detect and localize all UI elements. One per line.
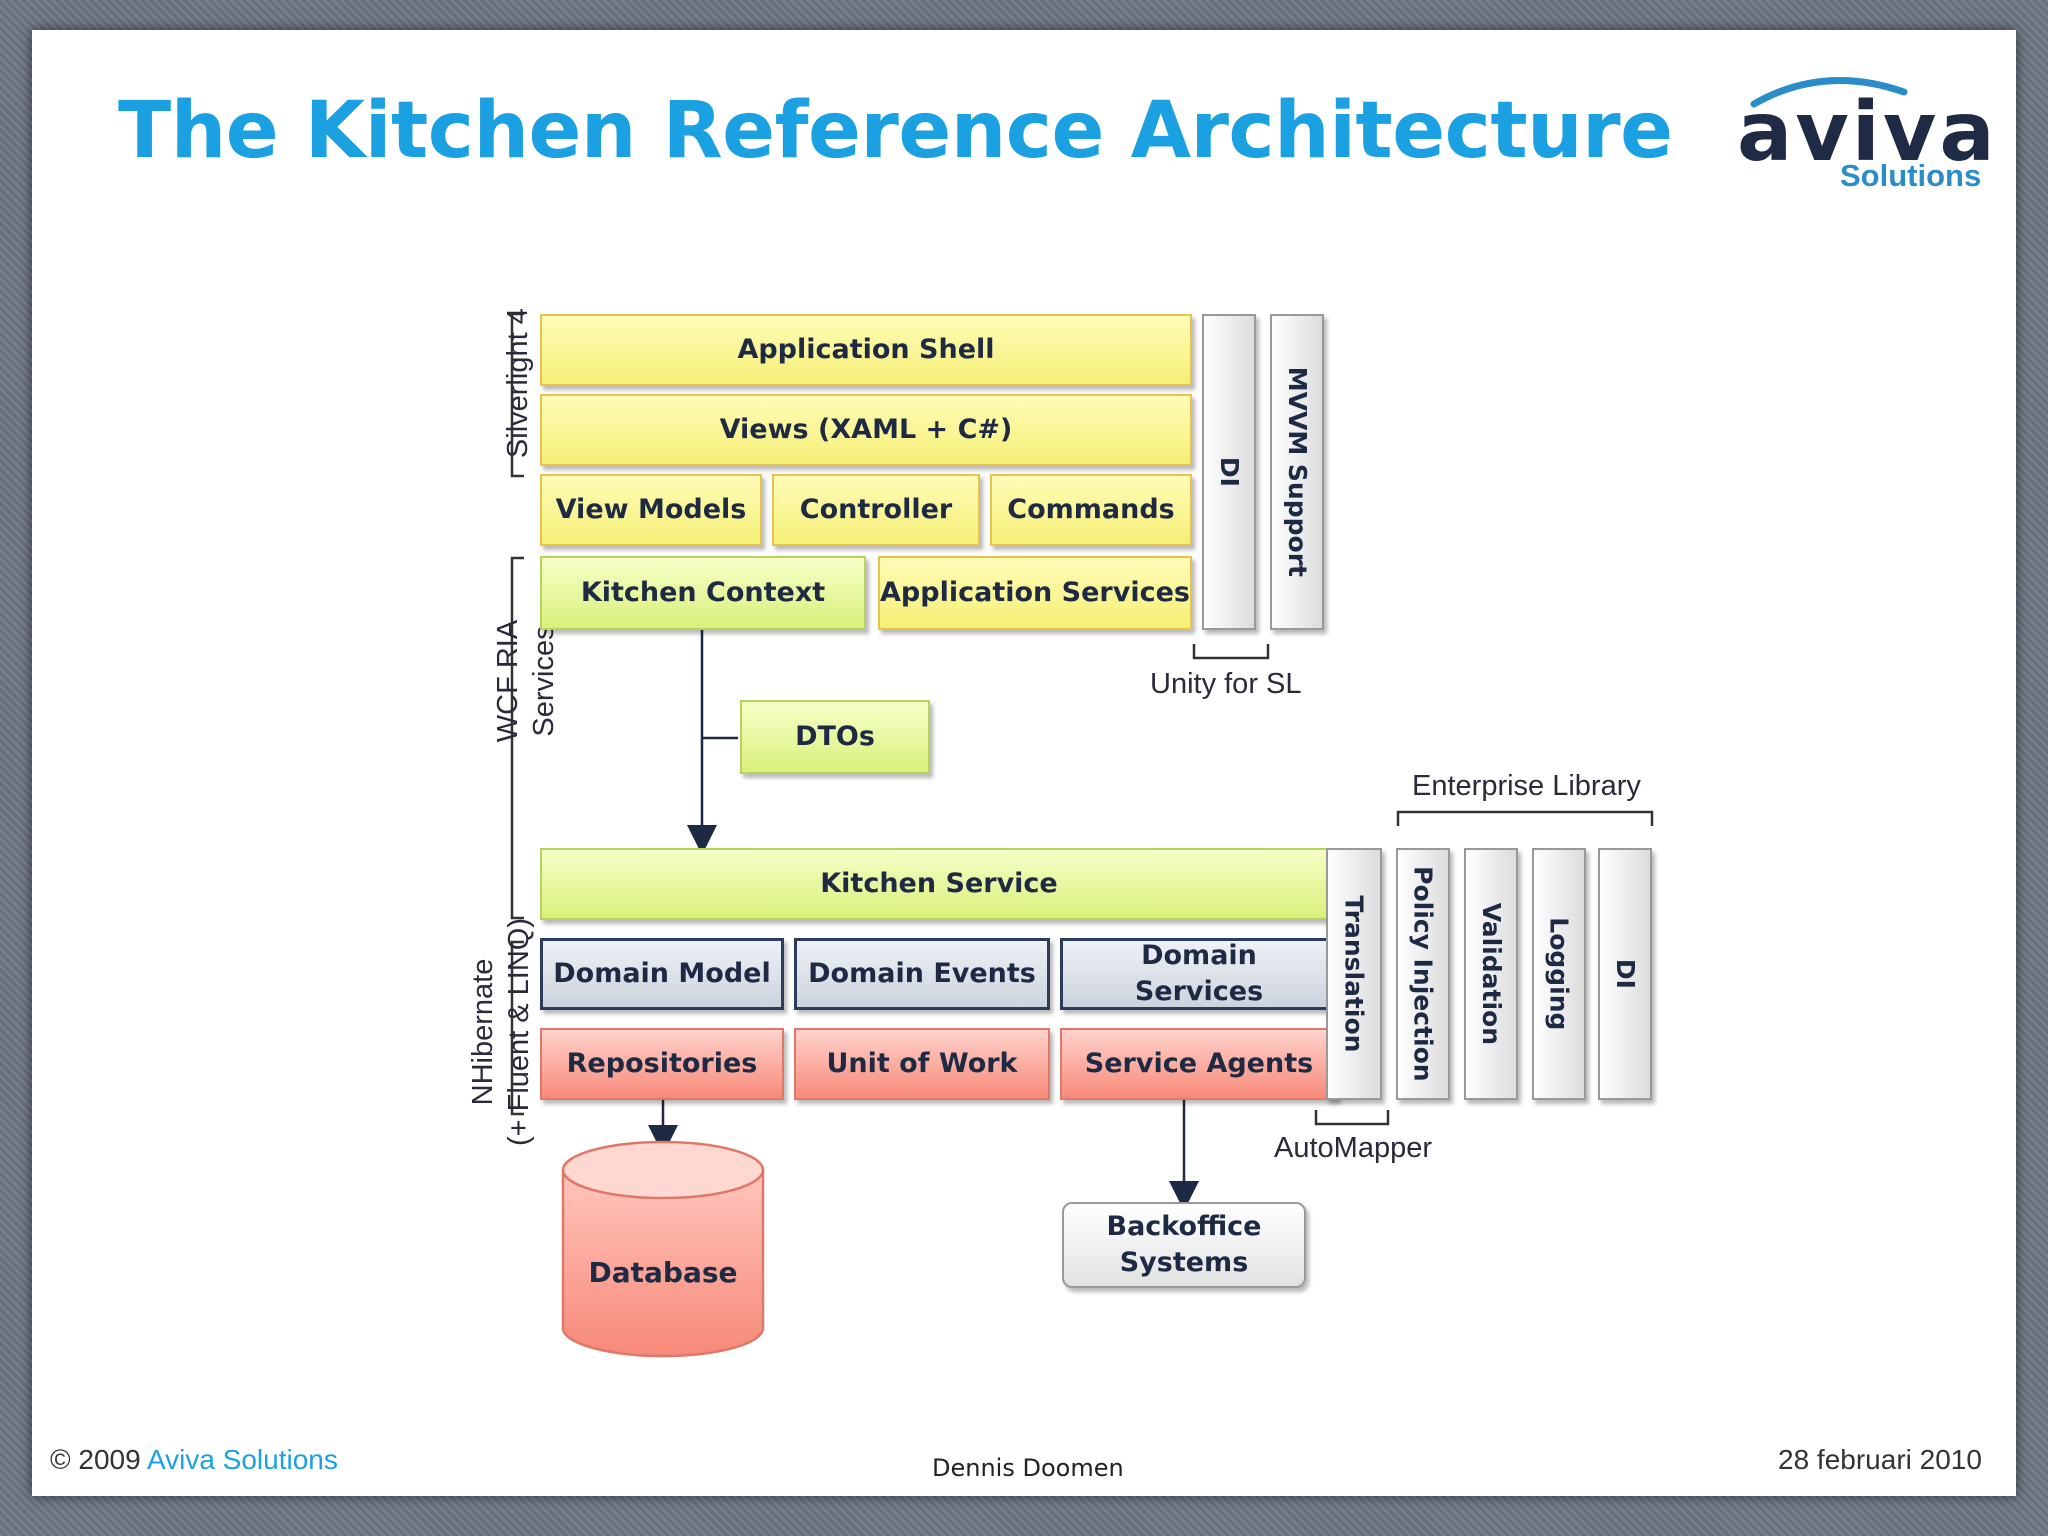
slide: The Kitchen Reference Architecture aviva… (32, 30, 2016, 1496)
mvvm-support-box: MVVM Support (1270, 314, 1324, 630)
backoffice-line-1: Backoffice (1106, 1210, 1262, 1242)
footer-author: Dennis Doomen (932, 1454, 1124, 1482)
footer-copyright: © 2009 Aviva Solutions (50, 1444, 338, 1476)
application-services-box: Application Services (878, 556, 1192, 630)
copyright-brand: Aviva Solutions (146, 1444, 338, 1475)
unit-of-work-box: Unit of Work (794, 1028, 1050, 1100)
wcf-ria-line-1: WCF RIA (492, 619, 524, 743)
repositories-box: Repositories (540, 1028, 784, 1100)
commands-box: Commands (990, 474, 1192, 546)
automapper-bracket (1314, 1110, 1390, 1126)
dtos-box: DTOs (740, 700, 930, 774)
entlib-bracket (1396, 810, 1654, 826)
enterprise-library-label: Enterprise Library (1412, 770, 1641, 802)
database-label: Database (588, 1256, 738, 1289)
nhibernate-line-2: (+ Fluent & LINQ) (503, 917, 536, 1147)
diagram-connectors (510, 312, 1654, 1358)
logo-wordmark: aviva (1737, 85, 1998, 180)
unity-bracket (1192, 644, 1270, 660)
logging-box: Logging (1532, 848, 1586, 1100)
di-bottom-label: DI (1610, 958, 1640, 990)
di-top-label: DI (1214, 456, 1244, 488)
automapper-label: AutoMapper (1274, 1132, 1432, 1164)
validation-box: Validation (1464, 848, 1518, 1100)
nhibernate-bracket (510, 940, 524, 1116)
di-top-box: DI (1202, 314, 1256, 630)
domain-services-box: Domain Services (1060, 938, 1338, 1010)
backoffice-systems-box: Backoffice Systems (1062, 1202, 1306, 1288)
di-bottom-box: DI (1598, 848, 1652, 1100)
logo-subtitle: Solutions (1840, 158, 1982, 193)
policy-injection-box: Policy Injection (1396, 848, 1450, 1100)
domain-events-box: Domain Events (794, 938, 1050, 1010)
view-models-box: View Models (540, 474, 762, 546)
footer-date: 28 februari 2010 (1778, 1444, 1982, 1475)
views-box: Views (XAML + C#) (540, 394, 1192, 466)
translation-box: Translation (1326, 848, 1382, 1100)
domain-services-line-2: Services (1134, 976, 1264, 1007)
database-cylinder (561, 1140, 765, 1358)
translation-label: Translation (1339, 895, 1369, 1053)
logo-swoosh-icon (1750, 77, 1908, 108)
controller-box: Controller (772, 474, 980, 546)
service-agents-box: Service Agents (1060, 1028, 1338, 1100)
wcf-bracket (510, 556, 524, 920)
page-title: The Kitchen Reference Architecture (118, 86, 1673, 176)
domain-model-box: Domain Model (540, 938, 784, 1010)
nhibernate-layer-label: NHibernate (+ Fluent & LINQ) (465, 862, 541, 1202)
nhibernate-line-1: NHibernate (467, 958, 499, 1106)
policy-injection-label: Policy Injection (1408, 866, 1438, 1082)
logging-label: Logging (1544, 917, 1574, 1031)
silverlight-layer-label: Silverlight 4 (501, 308, 534, 459)
backoffice-line-2: Systems (1119, 1247, 1249, 1278)
silverlight-bracket (510, 312, 524, 478)
copyright-prefix: © 2009 (50, 1444, 147, 1475)
kitchen-context-box: Kitchen Context (540, 556, 866, 630)
validation-label: Validation (1476, 902, 1506, 1046)
kitchen-service-box: Kitchen Service (540, 848, 1338, 920)
mvvm-support-label: MVVM Support (1282, 366, 1312, 578)
unity-for-sl-label: Unity for SL (1150, 668, 1302, 700)
domain-services-line-1: Domain (1141, 939, 1257, 971)
application-shell-box: Application Shell (540, 314, 1192, 386)
